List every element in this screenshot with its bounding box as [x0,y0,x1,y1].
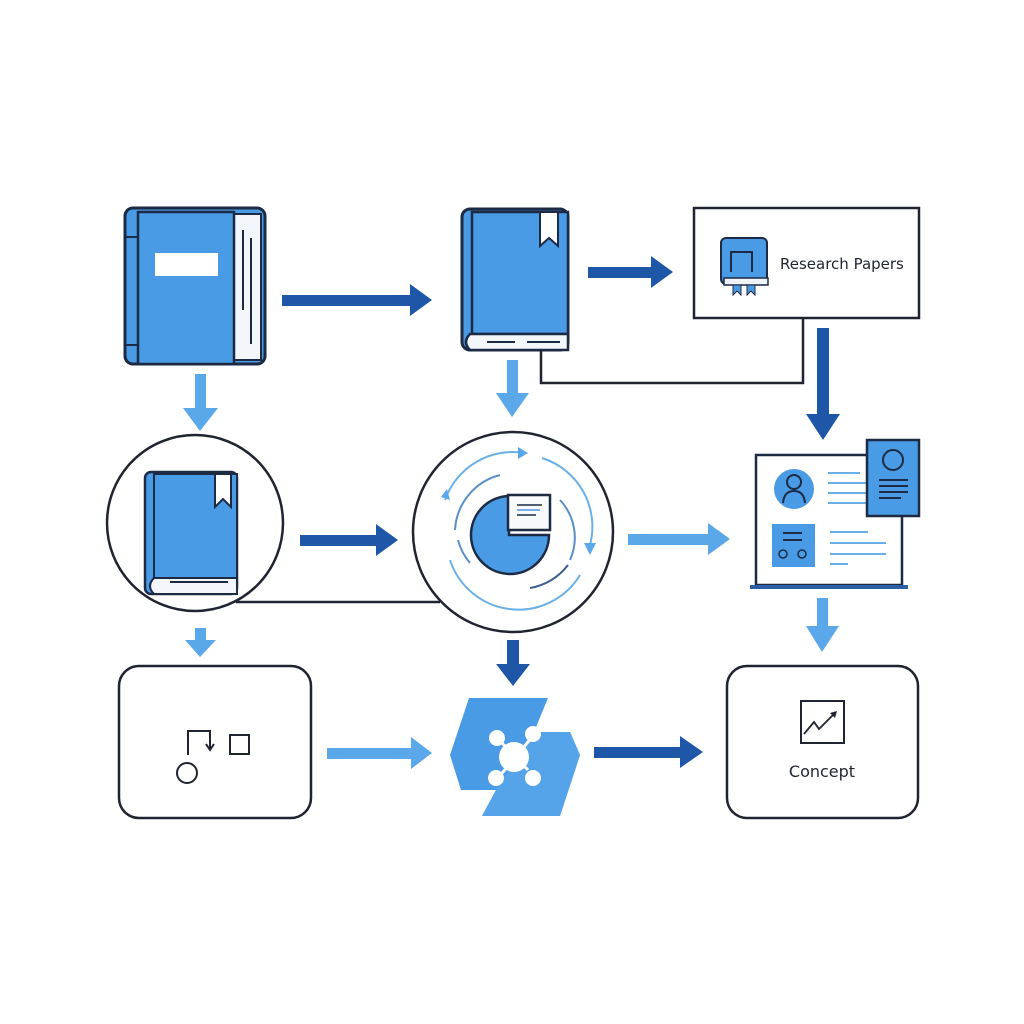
profile-card-icon [865,438,921,518]
concept-node[interactable]: Concept [725,664,920,820]
network-hub-node[interactable] [450,698,580,816]
arrow-cycle-to-dashboard [628,523,730,555]
profile-dashboard-node[interactable] [750,438,921,589]
arrow-bookmark-down [496,360,529,417]
analysis-cycle-node[interactable] [411,430,615,634]
book-circle-node[interactable] [105,433,285,613]
cycle-arrows-icon [444,450,594,611]
shapes-icon [176,730,250,784]
arrow-cycle-down [496,640,530,686]
arrow-dashboard-down [806,598,839,652]
arrow-papers-down [806,328,840,440]
network-icon [450,698,580,816]
pie-chart-icon [469,493,552,576]
arrow-book-to-bookmark [282,284,432,316]
arrow-hub-to-concept [594,736,703,768]
research-papers-node[interactable]: Research Papers [692,206,921,320]
connector-line-books-to-papers [539,318,805,385]
book-bookmarked-node[interactable] [460,207,570,352]
book-source-node[interactable] [123,206,267,366]
book-icon [123,206,267,366]
arrow-circle-to-cycle [300,524,398,556]
group-card-icon [772,524,815,567]
arrow-bookmark-to-papers [588,256,673,288]
arrow-circle-down [185,628,216,657]
arrow-book-down [183,374,218,431]
shapes-box-node[interactable] [117,664,313,820]
research-papers-label: Research Papers [780,255,904,273]
arrow-shapes-to-hub [327,737,432,769]
text-lines [828,472,886,565]
cycle-arrowheads [441,447,596,555]
bookmark-book-icon [143,470,239,596]
concept-label: Concept [789,762,855,781]
book-icon [720,237,769,297]
avatar-icon [774,469,814,509]
bookmark-book-icon [460,207,570,352]
trend-chart-icon [800,700,845,744]
